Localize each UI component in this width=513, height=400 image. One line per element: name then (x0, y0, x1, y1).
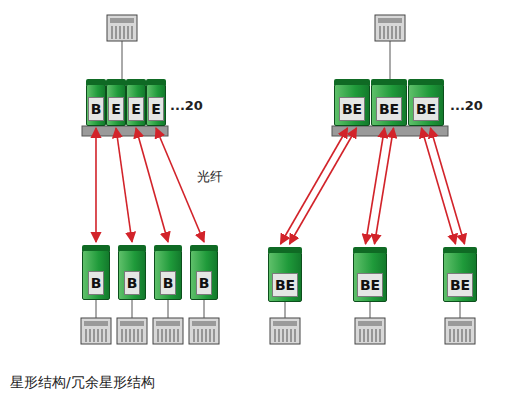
cable (390, 41, 391, 82)
count-label: ...20 (450, 98, 483, 113)
fiber-link (431, 128, 465, 244)
module-label: B (196, 271, 213, 295)
module-label: BE (376, 97, 402, 121)
module-label: E (128, 97, 144, 121)
io-module: E (126, 84, 146, 126)
module-label: BE (413, 97, 439, 121)
module-label: BE (357, 273, 383, 297)
module-label: B (124, 271, 141, 295)
pc-icon (445, 318, 475, 344)
pc-icon (270, 318, 300, 344)
module-label: E (108, 97, 124, 121)
io-module: B (86, 84, 107, 126)
pc-icon (117, 318, 147, 344)
io-module: B (118, 250, 146, 300)
io-module: BE (334, 84, 370, 126)
io-module: BE (371, 84, 407, 126)
caption: 星形结构/冗余星形结构 (10, 374, 155, 392)
medium-label: 光纤 (197, 168, 223, 186)
pc-icon (189, 318, 219, 344)
pc-icon (355, 318, 385, 344)
io-module: BE (443, 252, 477, 302)
fiber-link (290, 128, 357, 244)
io-module: B (154, 250, 182, 300)
io-module: B (190, 250, 218, 300)
io-module: B (82, 250, 110, 300)
io-module: BE (268, 252, 302, 302)
module-label: BE (339, 97, 365, 121)
io-module: BE (353, 252, 387, 302)
module-label: B (88, 271, 105, 295)
fiber-link (375, 128, 394, 244)
module-label: BE (447, 273, 473, 297)
fiber-link (281, 128, 348, 244)
fiber-link (366, 128, 385, 244)
io-module: E (106, 84, 126, 126)
module-label: BE (272, 273, 298, 297)
cable (122, 41, 123, 82)
fiber-link (95, 128, 97, 242)
pc-icon (81, 318, 111, 344)
pc-icon (107, 15, 137, 41)
module-label: E (148, 97, 164, 121)
pc-icon (375, 15, 405, 41)
module-label: B (160, 271, 177, 295)
io-module: E (146, 84, 166, 126)
module-label: B (88, 97, 105, 121)
cable (96, 300, 460, 318)
rack-rail (82, 126, 168, 136)
count-label: ...20 (170, 98, 203, 113)
io-module: BE (408, 84, 444, 126)
pc-icon (153, 318, 183, 344)
fiber-link (116, 128, 132, 242)
fiber-link (156, 128, 204, 242)
fiber-link (422, 128, 456, 244)
